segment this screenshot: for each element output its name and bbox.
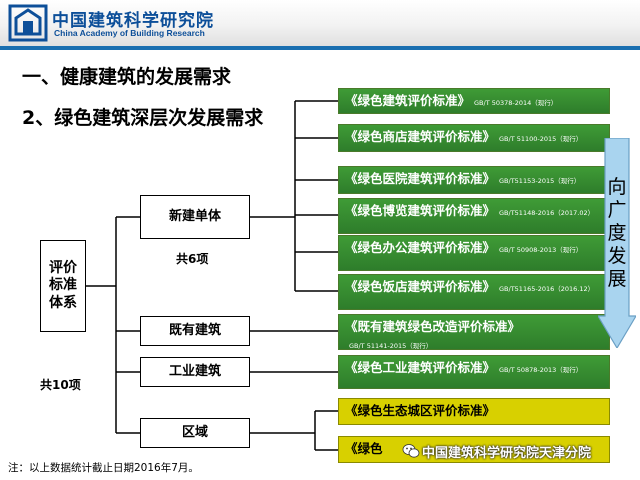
standard-item: 《绿色博览建筑评价标准》GB/T51148-2016（2017.02） <box>338 198 610 234</box>
standard-code: GB/T 50378-2014（现行） <box>474 99 558 107</box>
category-label: 新建单体 <box>168 208 221 224</box>
arrow-label: 向广度发展 <box>607 176 627 290</box>
standard-code: GB/T 51100-2015（现行） <box>499 135 583 143</box>
category-new-building: 新建单体 <box>140 195 250 239</box>
standard-name: 《绿色办公建筑评价标准》 <box>345 240 496 255</box>
slide-heading-2: 2、绿色建筑深层次发展需求 <box>22 107 264 129</box>
slide-header: 中国建筑科学研究院 China Academy of Building Rese… <box>0 0 640 50</box>
academy-logo-icon <box>8 4 48 42</box>
down-arrow-icon <box>598 138 636 348</box>
standard-name: 《绿色博览建筑评价标准》 <box>345 203 496 218</box>
standard-code: GB/T51153-2015（现行） <box>499 177 581 185</box>
watermark-text: 中国建筑科学研究院天津分院 <box>422 445 592 461</box>
total-count: 共10项 <box>40 378 81 392</box>
standard-code: GB/T 51141-2015（现行） <box>349 342 433 350</box>
category-existing-building: 既有建筑 <box>140 316 250 346</box>
slide-heading-1: 一、健康建筑的发展需求 <box>22 66 232 88</box>
standard-code: GB/T51165-2016（2016.12） <box>499 285 595 293</box>
wechat-icon <box>402 444 420 458</box>
standard-name: 《绿色饭店建筑评价标准》 <box>345 279 496 294</box>
header-band <box>0 0 640 46</box>
standard-item: 《绿色建筑评价标准》GB/T 50378-2014（现行） <box>338 88 610 114</box>
watermark: 中国建筑科学研究院天津分院 <box>402 440 634 462</box>
standard-name: 《既有建筑绿色改造评价标准》 <box>345 319 521 334</box>
root-label: 评价 标准 体系 <box>49 259 77 311</box>
standard-name: 《绿色生态城区评价标准》 <box>345 403 496 418</box>
standard-name: 《绿色 <box>345 441 383 456</box>
organization-name-cn: 中国建筑科学研究院 <box>52 11 214 31</box>
new-building-count: 共6项 <box>176 252 209 266</box>
category-label: 工业建筑 <box>168 363 221 379</box>
standard-name: 《绿色工业建筑评价标准》 <box>345 360 496 375</box>
standard-name: 《绿色建筑评价标准》 <box>345 93 471 108</box>
category-region: 区域 <box>140 418 250 448</box>
standard-item: 《绿色 <box>338 436 610 463</box>
category-label: 区域 <box>181 424 208 440</box>
standard-code: GB/T51148-2016（2017.02） <box>499 209 595 217</box>
standard-item: 《绿色工业建筑评价标准》GB/T 50878-2013（现行） <box>338 355 610 389</box>
category-industrial-building: 工业建筑 <box>140 357 250 387</box>
standard-item: 《绿色商店建筑评价标准》GB/T 51100-2015（现行） <box>338 124 610 152</box>
standard-item: 《绿色生态城区评价标准》 <box>338 398 610 425</box>
header-rule <box>0 46 640 50</box>
standard-code: GB/T 50908-2013（现行） <box>499 246 583 254</box>
category-label: 既有建筑 <box>168 322 221 338</box>
standard-name: 《绿色商店建筑评价标准》 <box>345 129 496 144</box>
footnote: 注：以上数据统计截止日期2016年7月。 <box>8 462 199 474</box>
standard-item: 《既有建筑绿色改造评价标准》 GB/T 51141-2015（现行） <box>338 314 610 350</box>
standard-name: 《绿色医院建筑评价标准》 <box>345 171 496 186</box>
standard-item: 《绿色医院建筑评价标准》GB/T51153-2015（现行） <box>338 166 610 194</box>
root-node-evaluation-system: 评价 标准 体系 <box>40 240 86 332</box>
organization-name-en: China Academy of Building Research <box>54 28 205 38</box>
standard-code: GB/T 50878-2013（现行） <box>499 366 583 374</box>
standard-item: 《绿色办公建筑评价标准》GB/T 50908-2013（现行） <box>338 235 610 271</box>
standard-item: 《绿色饭店建筑评价标准》GB/T51165-2016（2016.12） <box>338 274 610 310</box>
